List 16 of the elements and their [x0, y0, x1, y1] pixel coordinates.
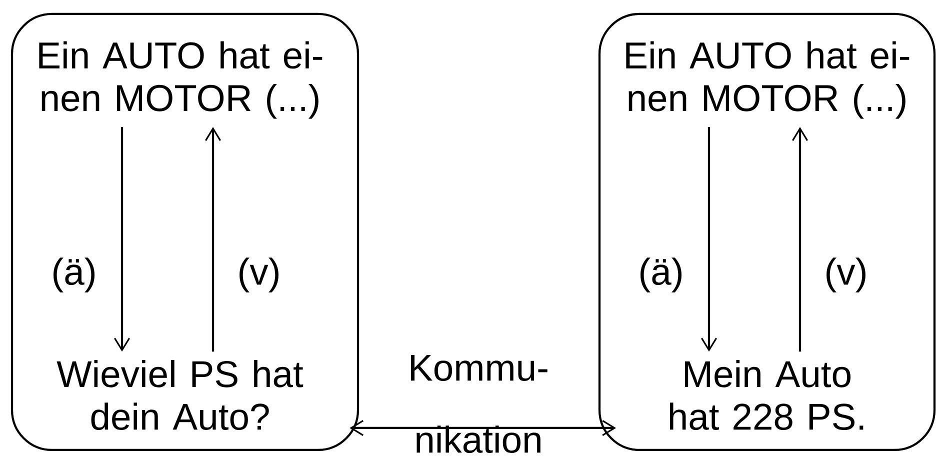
rounded-box: [598, 12, 936, 452]
node-text: Ein AUTO hat ei- nen MOTOR (...): [626, 41, 910, 119]
node-text: Wieviel PS hat dein Auto?: [56, 360, 304, 430]
node-text: Ein AUTO hat ei- nen MOTOR (...): [39, 41, 322, 119]
arrow: [792, 126, 808, 352]
double-arrow: [350, 420, 616, 436]
arrow: [205, 126, 222, 352]
edge-label: (ä): [54, 258, 94, 292]
rounded-box: [10, 12, 360, 452]
arrow: [700, 126, 718, 352]
node-text: Mein Auto hat 228 PS.: [670, 360, 864, 430]
edge-label: Kommu- nikation: [411, 354, 548, 453]
arrow: [114, 126, 130, 352]
edge-label: (v): [240, 258, 278, 292]
edge-label: (ä): [640, 258, 682, 292]
edge-label: (v): [826, 258, 866, 292]
